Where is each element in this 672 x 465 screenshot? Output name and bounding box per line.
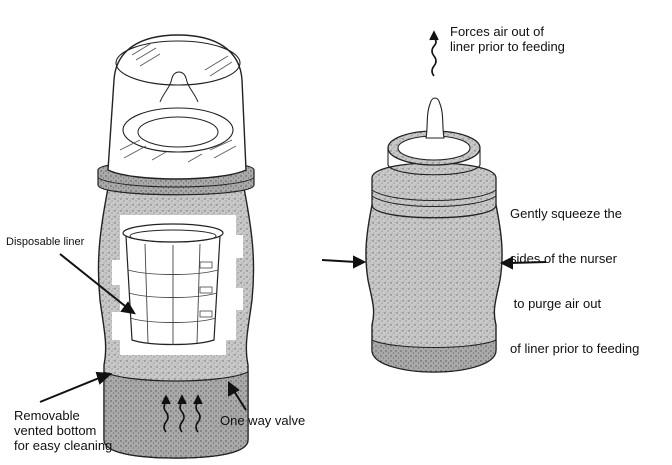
left-bottle-base-ring bbox=[103, 371, 249, 459]
label-squeeze-line-2: sides of the nurser bbox=[510, 251, 617, 266]
label-forces-air-line-2: liner prior to feeding bbox=[450, 39, 565, 54]
right-bottle bbox=[365, 97, 503, 373]
label-forces-air: Forces air out of liner prior to feeding bbox=[450, 24, 565, 54]
label-squeeze-line-1: Gently squeeze the bbox=[510, 206, 623, 221]
label-removable-bottom: Removable vented bottom for easy cleanin… bbox=[14, 408, 112, 453]
leader-arrows-left bbox=[39, 253, 247, 411]
purge-air-arrow bbox=[429, 30, 439, 77]
label-forces-air-line-1: Forces air out of bbox=[450, 24, 544, 39]
left-bottle bbox=[97, 34, 255, 459]
label-squeeze-line-4: of liner prior to feeding bbox=[510, 341, 640, 356]
valve-air-arrows bbox=[161, 394, 203, 433]
label-removable-bottom-line-3: for easy cleaning bbox=[14, 438, 113, 453]
label-squeeze: Gently squeeze the sides of the nurser t… bbox=[510, 176, 639, 386]
label-removable-bottom-line-1: Removable bbox=[14, 408, 80, 423]
label-squeeze-line-3: to purge air out bbox=[510, 296, 602, 311]
squeeze-arrows bbox=[321, 255, 547, 270]
label-one-way-valve: One way valve bbox=[220, 413, 306, 428]
label-disposable-liner: Disposable liner bbox=[6, 236, 85, 248]
right-bottle-nipple bbox=[425, 97, 445, 139]
left-bottle-cover bbox=[107, 34, 247, 180]
right-bottle-collar bbox=[371, 162, 497, 219]
disposable-liner bbox=[122, 223, 224, 346]
label-removable-bottom-line-2: vented bottom bbox=[14, 423, 97, 438]
